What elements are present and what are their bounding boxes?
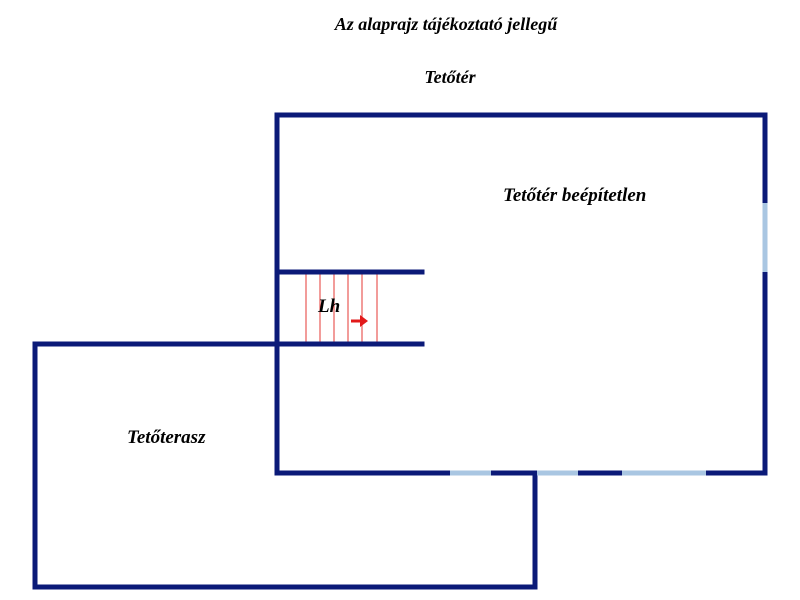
room-label-terrace: Tetőterasz xyxy=(127,427,206,448)
staircase-treads xyxy=(305,274,378,343)
disclaimer-note: Az alaprajz tájékoztató jellegű xyxy=(334,14,558,34)
windows xyxy=(450,203,768,476)
room-label-attic: Tetőtér beépítetlen xyxy=(503,185,647,206)
room-label-stair: Lh xyxy=(318,296,341,317)
walls xyxy=(32,112,768,590)
stair-direction-arrow-icon xyxy=(351,315,368,327)
floor-title: Tetőtér xyxy=(424,67,476,87)
